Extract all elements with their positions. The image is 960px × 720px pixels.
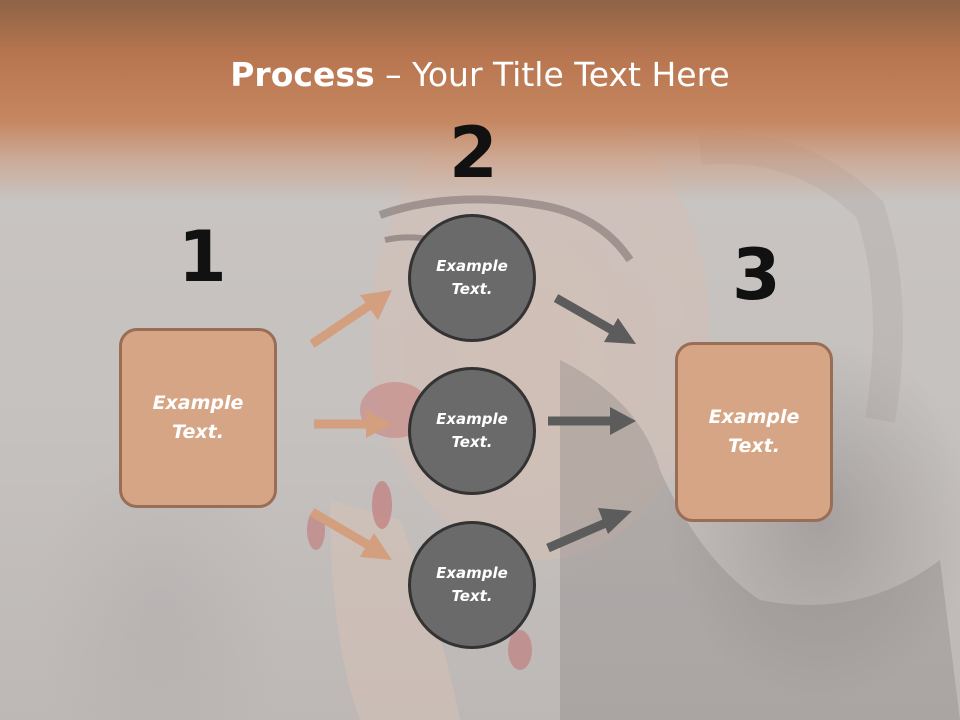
arrow-box1-to-circle-bottom xyxy=(309,508,392,560)
step-2-circle-middle: Example Text. xyxy=(408,367,536,495)
title-bold: Process xyxy=(230,55,375,94)
step-2-item-3-text: Example Text. xyxy=(436,564,508,605)
step-2-item-2-text: Example Text. xyxy=(436,410,508,451)
step-number-1: 1 xyxy=(178,216,227,298)
step-number-2: 2 xyxy=(449,112,498,194)
arrow-circle-middle-to-box3 xyxy=(548,407,636,435)
arrow-box1-to-circle-top xyxy=(309,290,392,348)
title-separator: – xyxy=(374,55,413,94)
title-band xyxy=(0,0,960,200)
step-2-item-1-text: Example Text. xyxy=(436,257,508,298)
title-rest: Your Title Text Here xyxy=(412,55,730,94)
step-number-3: 3 xyxy=(732,234,781,316)
arrow-circle-top-to-box3 xyxy=(553,294,636,344)
step-1-text: Example Text. xyxy=(152,392,244,443)
slide-title: Process – Your Title Text Here xyxy=(0,52,960,98)
step-2-circle-bottom: Example Text. xyxy=(408,521,536,649)
step-3-box: Example Text. xyxy=(675,342,833,522)
step-3-text: Example Text. xyxy=(708,406,800,457)
step-2-circle-top: Example Text. xyxy=(408,214,536,342)
step-1-box: Example Text. xyxy=(119,328,277,508)
arrow-circle-bottom-to-box3 xyxy=(546,508,632,553)
arrow-box1-to-circle-middle xyxy=(314,410,392,438)
